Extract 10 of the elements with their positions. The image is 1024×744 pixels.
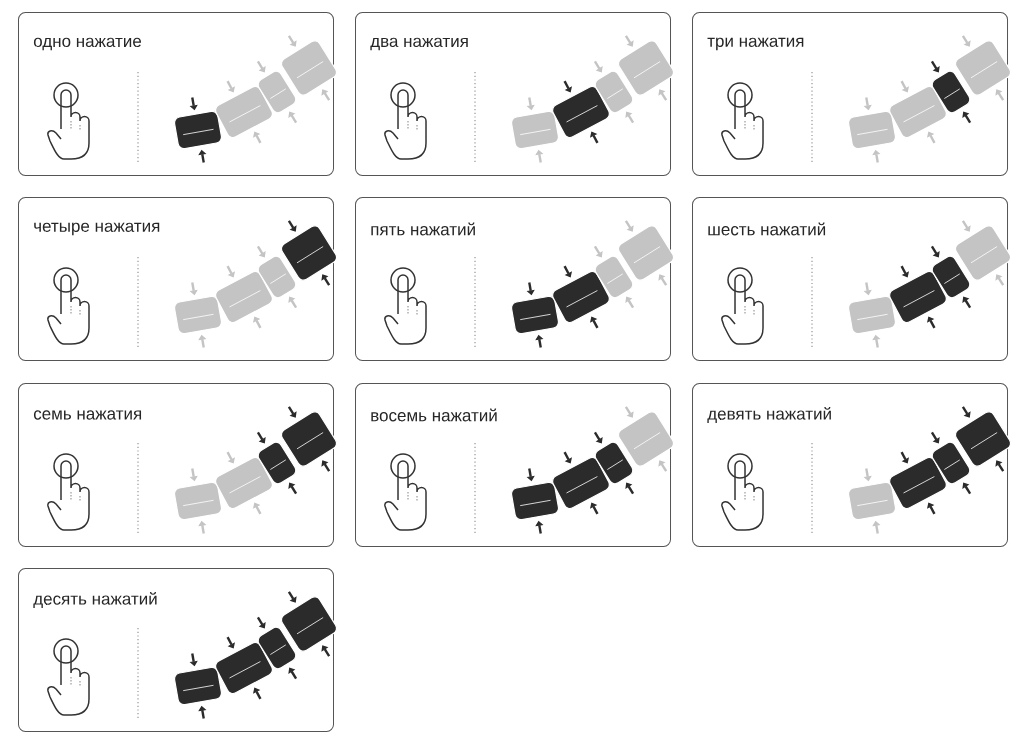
card: семь нажатия — [18, 383, 334, 547]
card: три нажатия — [692, 12, 1008, 176]
card: девять нажатий — [692, 383, 1008, 547]
card: два нажатия — [355, 12, 671, 176]
card: десять нажатий — [18, 568, 334, 732]
card: шесть нажатий — [692, 197, 1008, 361]
card: восемь нажатий — [355, 383, 671, 547]
card: четыре нажатия — [18, 197, 334, 361]
card: одно нажатие — [18, 12, 334, 176]
card: пять нажатий — [355, 197, 671, 361]
